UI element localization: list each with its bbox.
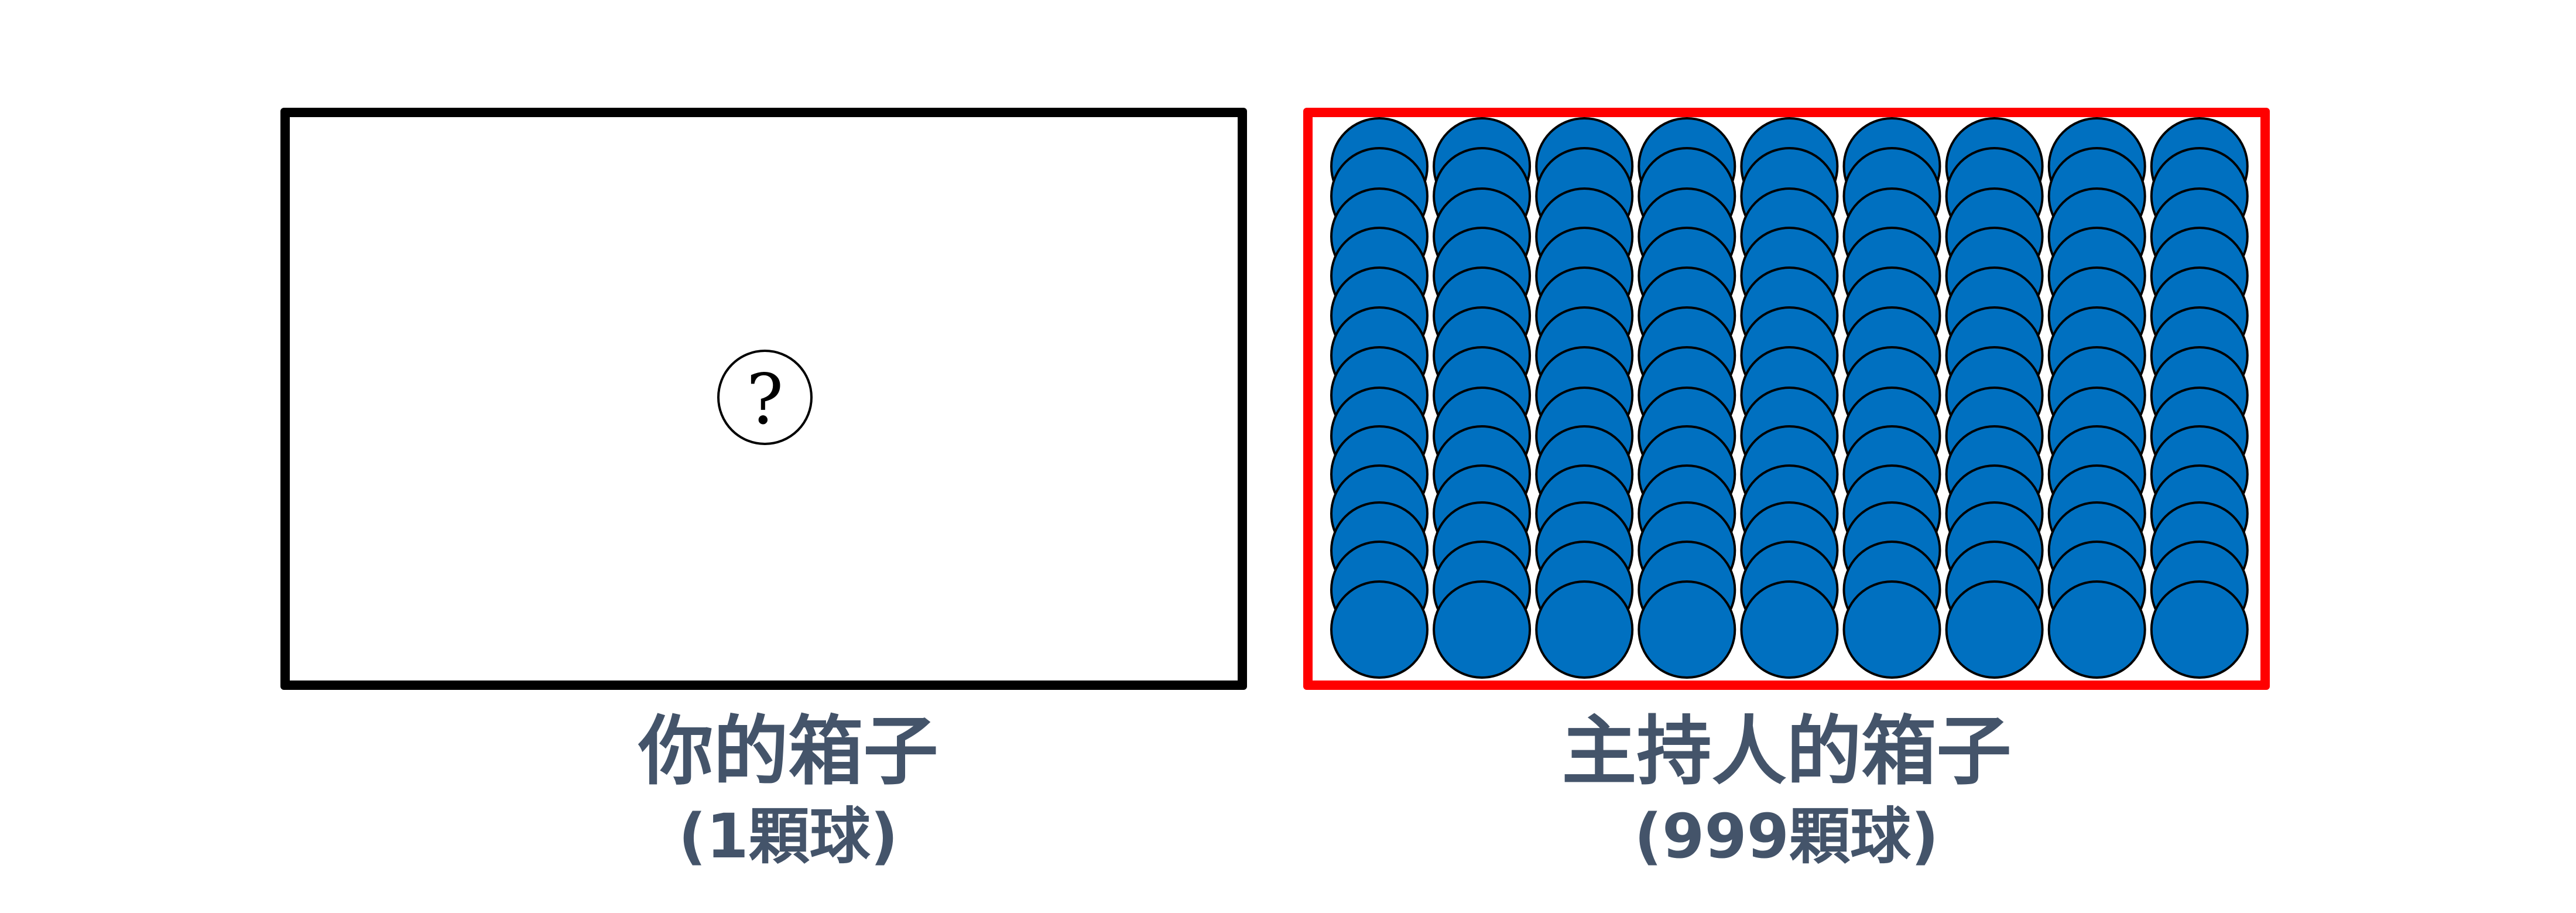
your-box-title: 你的箱子 — [638, 708, 938, 795]
your-box-count: (1顆球) — [678, 801, 899, 872]
host-box-count: (999顆球) — [1634, 801, 1939, 872]
question-mark-glyph: ? — [746, 358, 784, 440]
host-box-title: 主持人的箱子 — [1561, 708, 2012, 795]
host-box — [1303, 108, 2270, 690]
host-box-label: 主持人的箱子 (999顆球) — [1303, 714, 2270, 867]
your-box-label: 你的箱子 (1顆球) — [280, 714, 1296, 867]
question-mark-circle-icon: ? — [717, 350, 813, 445]
